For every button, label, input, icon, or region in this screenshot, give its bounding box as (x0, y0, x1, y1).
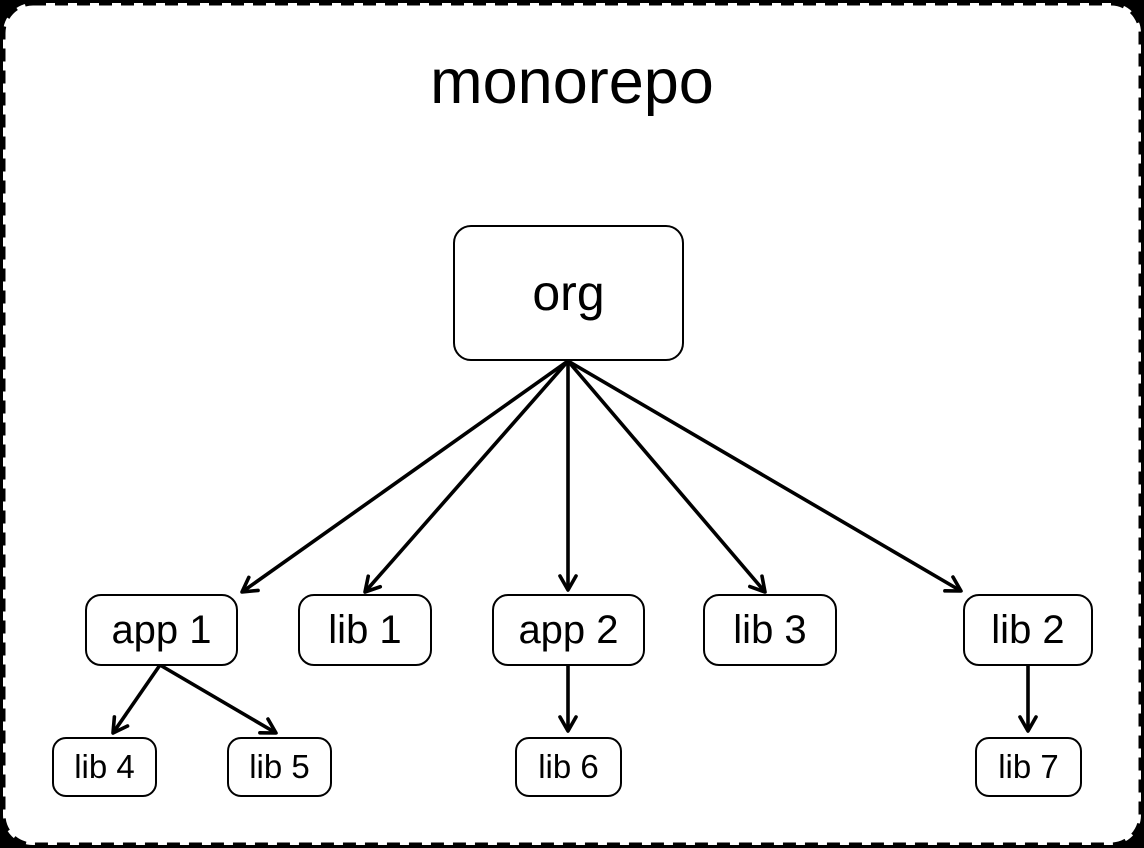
node-lib1: lib 1 (298, 594, 432, 666)
node-lib6: lib 6 (515, 737, 622, 797)
edge-org-app1 (240, 359, 570, 594)
edge-org-lib1 (363, 359, 570, 594)
edge-app1-lib4 (111, 663, 162, 735)
node-lib2: lib 2 (963, 594, 1093, 666)
node-app1: app 1 (85, 594, 238, 666)
edge-app1-lib5 (159, 663, 278, 735)
diagram-title: monorepo (430, 47, 714, 117)
edge-org-lib2 (567, 359, 963, 593)
monorepo-container (3, 3, 1141, 845)
node-lib7: lib 7 (975, 737, 1082, 797)
node-lib5: lib 5 (227, 737, 332, 797)
node-lib3: lib 3 (703, 594, 837, 666)
node-lib4: lib 4 (52, 737, 157, 797)
edge-org-lib3 (566, 359, 767, 594)
node-app2: app 2 (492, 594, 645, 666)
node-org: org (453, 225, 684, 361)
